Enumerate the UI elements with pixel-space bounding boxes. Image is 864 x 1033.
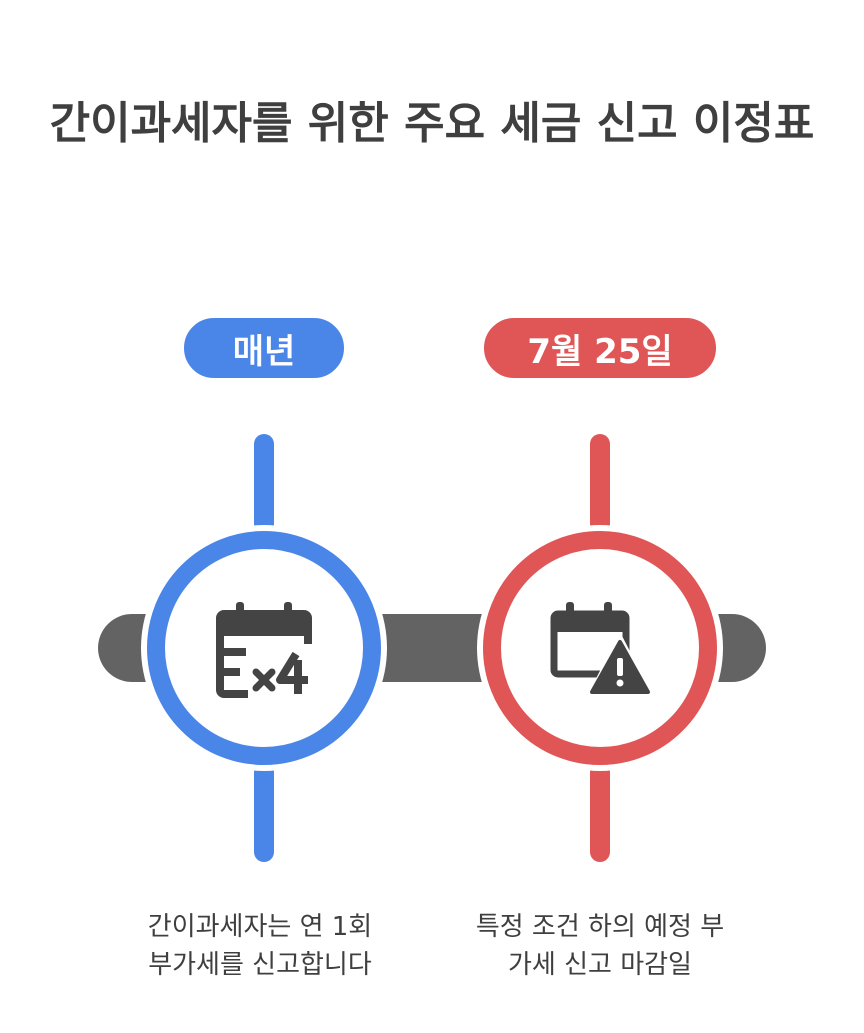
milestone-1-stem-top [254, 434, 274, 544]
page-title: 간이과세자를 위한 주요 세금 신고 이정표 [49, 98, 815, 149]
milestone-1-label: 매년 [180, 314, 348, 382]
milestone-2-description-line1: 특정 조건 하의 예정 부 [475, 912, 725, 942]
milestone-1-description-line2: 부가세를 신고합니다 [148, 950, 372, 980]
calendar-times-four-icon [214, 598, 314, 698]
milestone-1-description: 간이과세자는 연 1회 부가세를 신고합니다 [110, 908, 410, 984]
milestone-2-description-line2: 가세 신고 마감일 [508, 950, 692, 980]
milestone-2-label: 7월 25일 [480, 314, 720, 382]
milestone-1-description-line1: 간이과세자는 연 1회 [147, 912, 373, 942]
milestone-1-node [147, 531, 381, 765]
calendar-warning-icon [548, 598, 652, 698]
timeline-track-middle [360, 614, 500, 682]
milestone-2-description: 특정 조건 하의 예정 부 가세 신고 마감일 [440, 908, 760, 984]
milestone-2-stem-bottom [590, 752, 610, 862]
milestone-2-stem-top [590, 434, 610, 544]
milestone-2-node [483, 531, 717, 765]
milestone-1-stem-bottom [254, 752, 274, 862]
